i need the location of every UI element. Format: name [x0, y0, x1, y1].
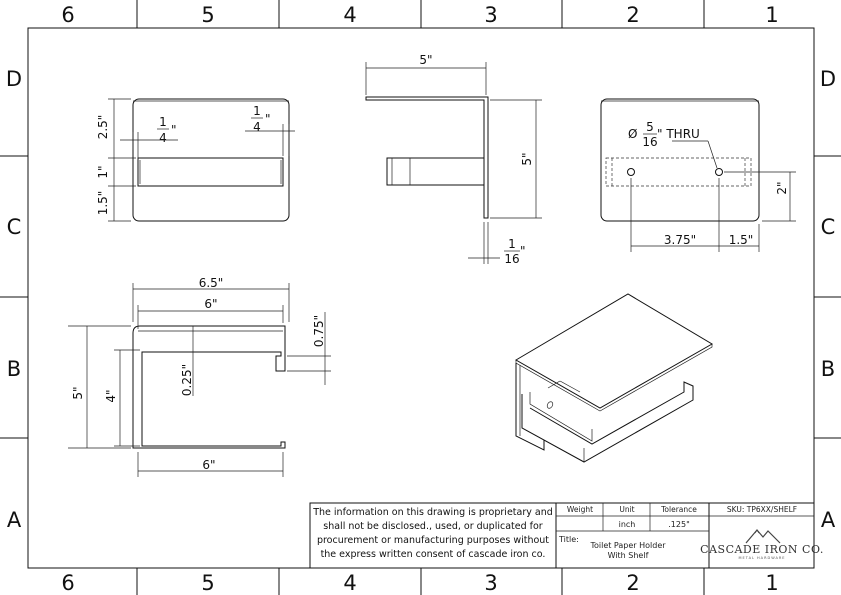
border-frame	[27, 27, 815, 569]
notice-line-1: The information on this drawing is propr…	[312, 507, 553, 518]
zone-row-right-B: B	[821, 357, 835, 381]
zone-row-left-B: B	[7, 357, 21, 381]
right-dim-hole-num: 5	[646, 120, 654, 134]
iso-bar	[521, 381, 694, 463]
sku-text: SKU: TP6XX/SHELF	[727, 505, 797, 514]
mount-hole-right	[715, 168, 723, 176]
right-view-plate	[600, 98, 760, 222]
zone-row-right-C: C	[821, 215, 836, 239]
right-view	[600, 98, 796, 252]
zone-col-bottom-4: 4	[343, 571, 356, 595]
front-dim-quarter-left-den: 4	[159, 131, 167, 145]
front-dim-quarter-right-inch: "	[265, 112, 271, 126]
zone-col-bottom-5: 5	[201, 571, 214, 595]
zone-col-bottom-2: 2	[626, 571, 639, 595]
zone-row-right-D: D	[820, 67, 836, 91]
front-dim-1.5: 1.5"	[96, 191, 110, 216]
front-dim-2.5: 2.5"	[96, 115, 110, 140]
top-dim-0.75: 0.75"	[312, 315, 326, 347]
tolerance-value: .125"	[668, 520, 690, 529]
side-dim-thickness-den: 16	[504, 252, 519, 266]
front-view-bar	[137, 157, 284, 187]
top-dim-6-upper: 6"	[204, 297, 217, 311]
weight-label: Weight	[567, 505, 593, 514]
company-subtitle: METAL HARDWARE	[738, 556, 785, 560]
front-view-plate	[132, 98, 290, 222]
tolerance-label: Tolerance	[660, 505, 697, 514]
zone-row-left-A: A	[7, 508, 22, 532]
side-dim-thickness-num: 1	[508, 237, 516, 251]
side-dim-5-width: 5"	[419, 53, 432, 67]
right-dim-3.75: 3.75"	[664, 233, 696, 247]
zone-row-left-C: C	[7, 215, 22, 239]
company-logo: CASCADE IRON CO. METAL HARDWARE	[700, 529, 824, 560]
side-view-profile	[365, 96, 489, 219]
side-view	[365, 62, 542, 264]
top-dim-6-lower: 6"	[202, 458, 215, 472]
right-dim-2: 2"	[775, 181, 789, 194]
notice-line-4: the express written consent of cascade i…	[321, 549, 546, 560]
front-view	[108, 98, 295, 222]
zone-row-right-A: A	[821, 508, 836, 532]
top-dim-4: 4"	[104, 389, 118, 402]
front-dim-quarter-right-num: 1	[253, 104, 261, 118]
iso-back-plate	[515, 363, 545, 451]
front-dim-1: 1"	[96, 165, 110, 178]
mountain-icon	[745, 529, 781, 544]
front-dim-quarter-right-den: 4	[253, 120, 261, 134]
right-dim-hole-thru: " THRU	[657, 127, 700, 141]
side-dim-thickness-inch: "	[520, 244, 526, 258]
top-dim-0.25: 0.25"	[180, 364, 194, 396]
top-view-profile	[132, 325, 286, 449]
company-name: CASCADE IRON CO.	[700, 543, 824, 556]
notice-line-2: shall not be disclosed., used, or duplic…	[323, 521, 543, 532]
right-dim-hole-phi: Ø	[628, 127, 637, 141]
side-dim-5-height: 5"	[520, 152, 534, 165]
zone-col-top-4: 4	[343, 3, 356, 27]
zone-col-top-5: 5	[201, 3, 214, 27]
top-dim-5: 5"	[71, 386, 85, 399]
isometric-view	[515, 293, 713, 463]
front-dim-quarter-left-inch: "	[171, 123, 177, 137]
top-dim-6.5: 6.5"	[199, 276, 224, 290]
mount-hole-left	[627, 168, 635, 176]
unit-value: inch	[619, 520, 636, 529]
zone-row-left-D: D	[6, 67, 22, 91]
title-line-1: Toilet Paper Holder	[589, 541, 666, 550]
iso-shelf-top	[515, 293, 713, 409]
right-dim-1.5: 1.5"	[729, 233, 754, 247]
title-block	[309, 502, 815, 569]
front-dim-quarter-left-num: 1	[159, 115, 167, 129]
iso-hole	[546, 401, 554, 409]
unit-label: Unit	[619, 505, 634, 514]
zone-col-bottom-6: 6	[61, 571, 74, 595]
zone-col-top-2: 2	[626, 3, 639, 27]
side-view-bar	[386, 157, 485, 186]
right-dim-hole-den: 16	[642, 135, 657, 149]
zone-col-bottom-3: 3	[484, 571, 497, 595]
zone-col-top-1: 1	[765, 3, 778, 27]
notice-line-3: procurement or manufacturing purposes wi…	[317, 535, 549, 546]
top-view	[68, 283, 331, 477]
zone-col-top-3: 3	[484, 3, 497, 27]
title-label: Title:	[558, 535, 579, 544]
right-view-hidden-bar	[605, 157, 752, 187]
title-line-2: With Shelf	[608, 551, 649, 560]
zone-col-top-6: 6	[61, 3, 74, 27]
zone-col-bottom-1: 1	[765, 571, 778, 595]
